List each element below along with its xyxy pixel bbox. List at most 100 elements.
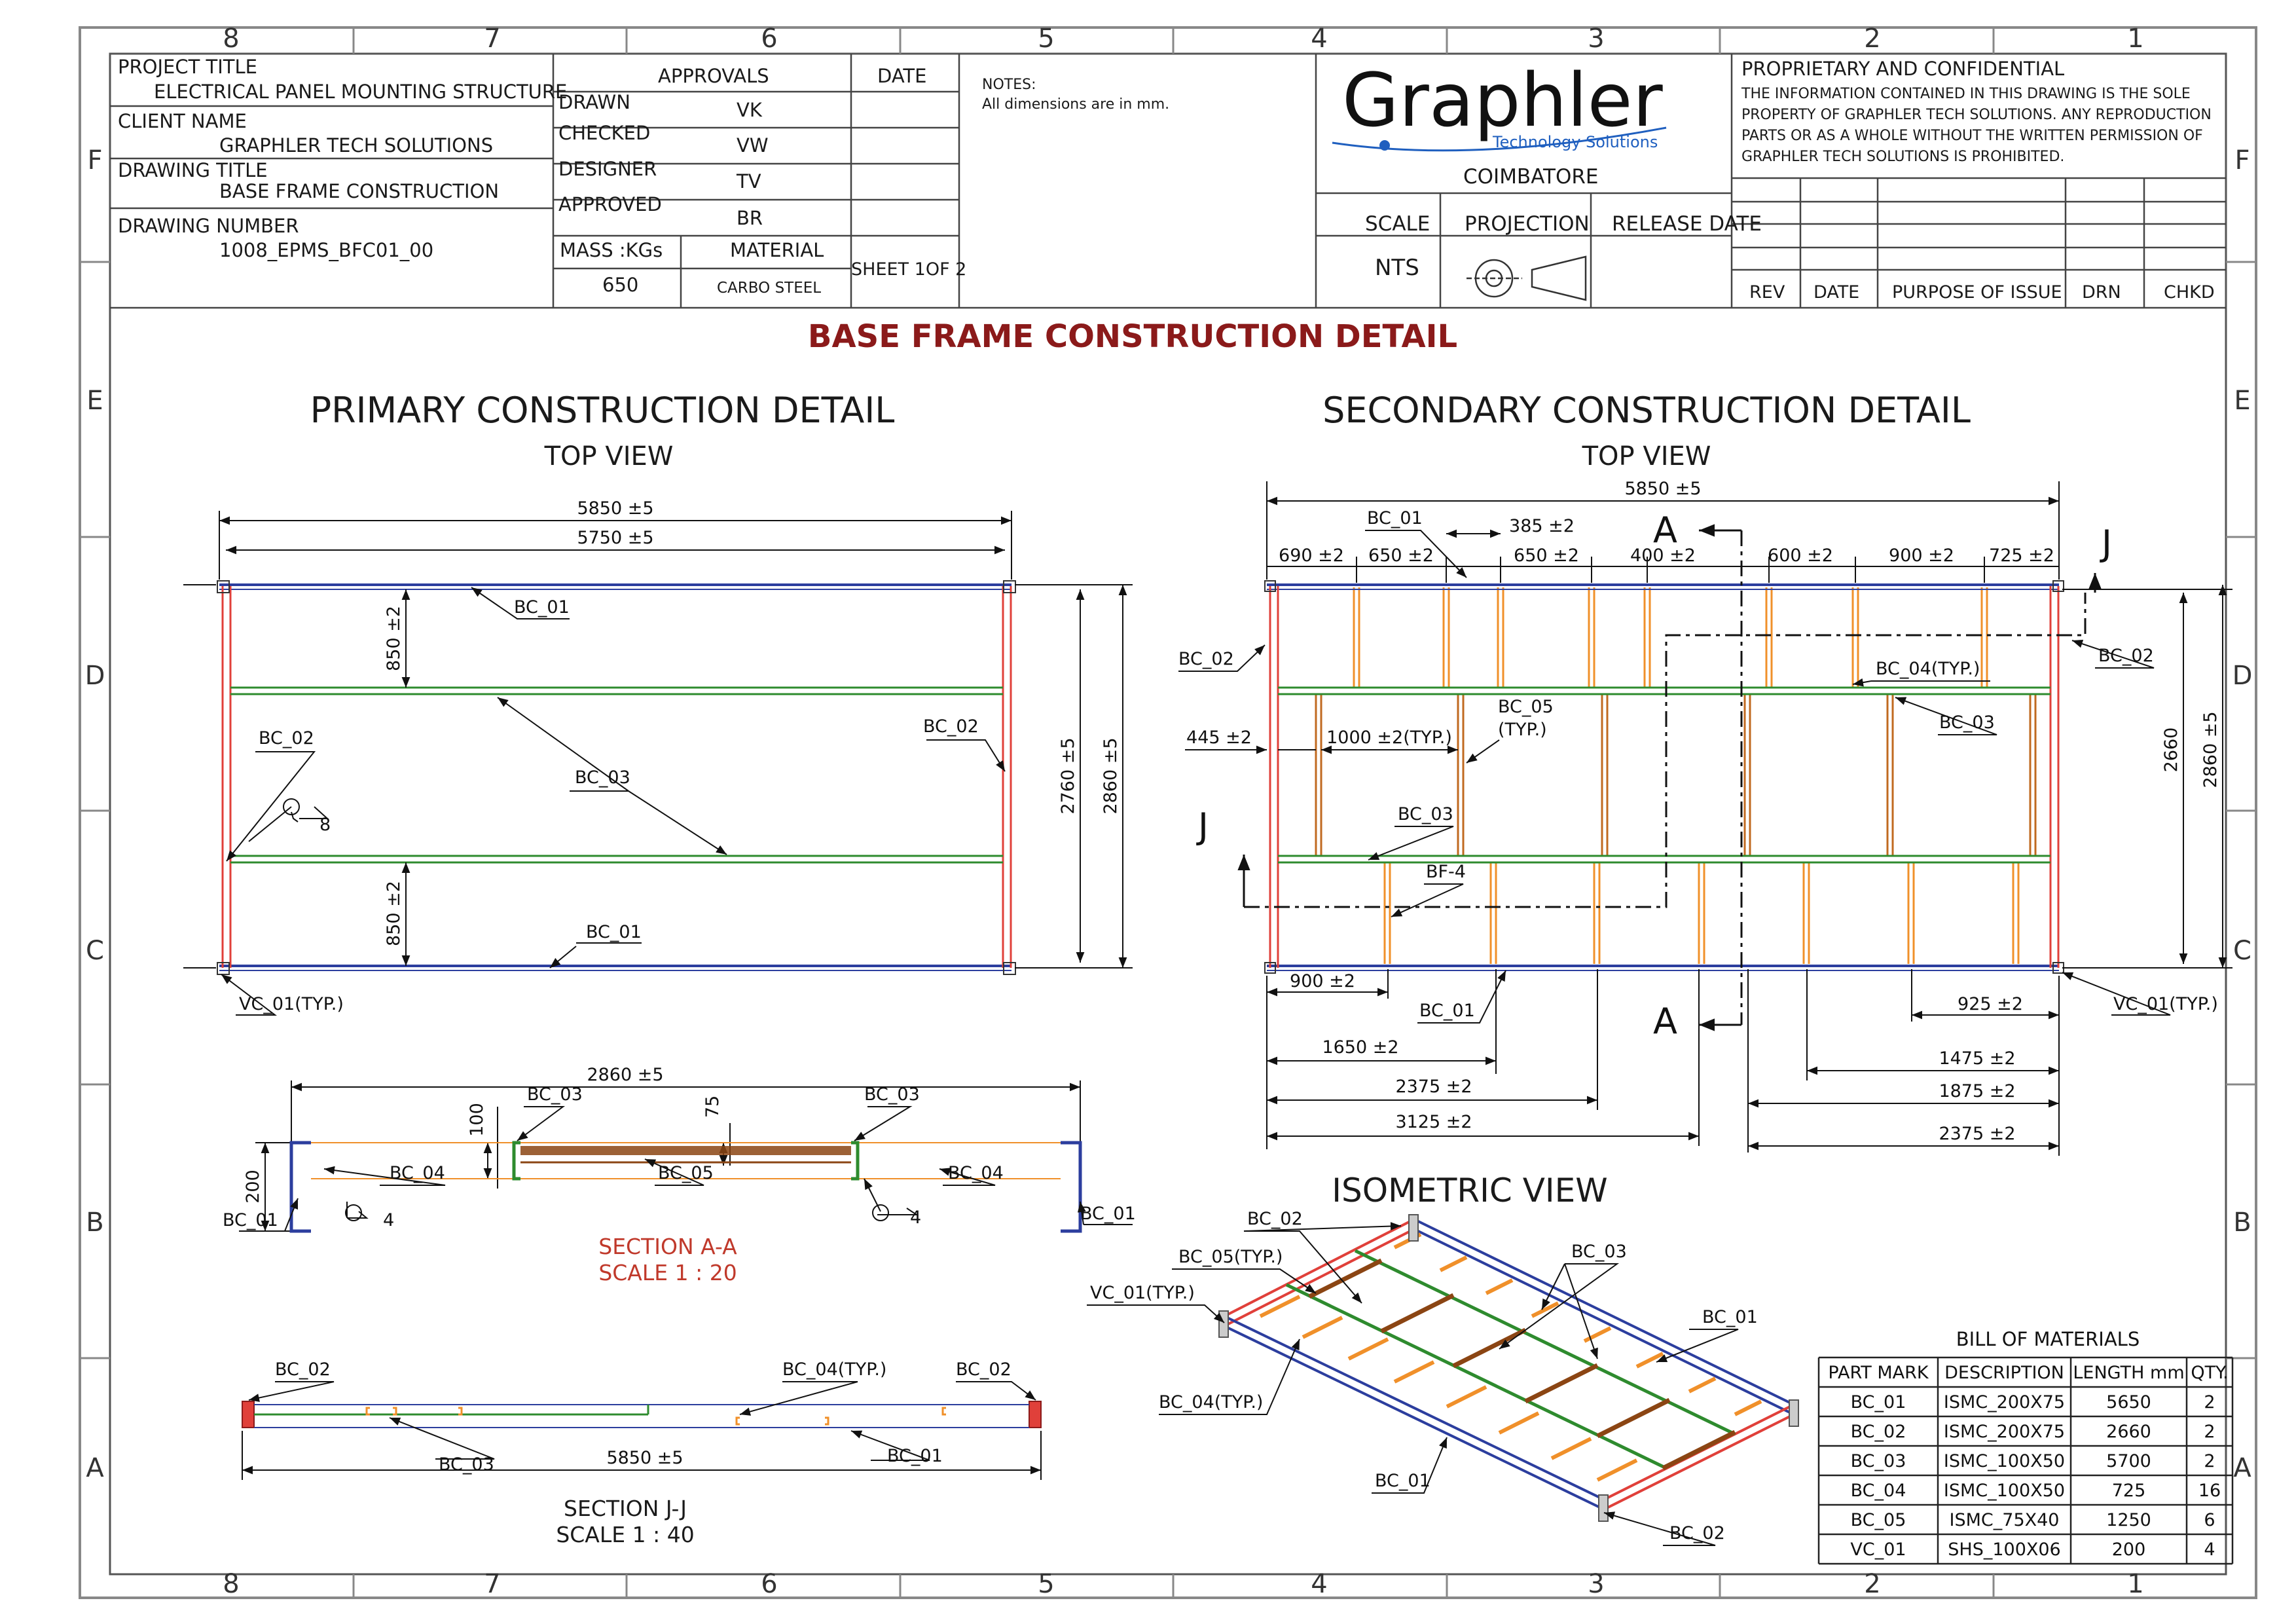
project-title: ELECTRICAL PANEL MOUNTING STRUCTURE [154, 81, 567, 103]
zone-row-E-right: E [2234, 386, 2250, 416]
approval-initials-3: BR [737, 207, 763, 229]
secondary-label-bc01-bottom: BC_01 [1419, 1001, 1475, 1021]
proprietary-line-2: PARTS OR AS A WHOLE WITHOUT THE WRITTEN … [1741, 128, 2203, 144]
rev-header-date: DATE [1813, 282, 1859, 303]
bom-cell: ISMC_75X40 [1950, 1510, 2060, 1530]
section-a-marker-top: A [1653, 509, 1677, 551]
secondary-dim-400: 400 ±2 [1630, 545, 1696, 566]
bom-cell: 2 [2204, 1451, 2215, 1471]
primary-subtitle: TOP VIEW [544, 441, 674, 471]
section-jj-label-bc02-left: BC_02 [275, 1359, 331, 1380]
section-aa-scale: SCALE 1 : 20 [598, 1260, 737, 1285]
approval-role-2: DESIGNER [558, 158, 657, 180]
notes-label: NOTES: [982, 77, 1036, 93]
mass-value: 650 [602, 274, 638, 296]
secondary-title: SECONDARY CONSTRUCTION DETAIL [1322, 390, 1971, 431]
bom-title: BILL OF MATERIALS [1956, 1328, 2140, 1350]
secondary-dim-b1650: 1650 ±2 [1322, 1037, 1398, 1058]
section-aa-weld-right: 4 [910, 1208, 921, 1228]
secondary-dim-r1875: 1875 ±2 [1939, 1081, 2015, 1101]
notes-text: All dimensions are in mm. [982, 96, 1169, 113]
secondary-label-bc01-top: BC_01 [1367, 508, 1423, 528]
section-aa-label-bc03-right: BC_03 [864, 1084, 920, 1105]
drawing-title-label: DRAWING TITLE [118, 159, 268, 181]
svg-text:Graphler: Graphler [1342, 58, 1664, 143]
primary-dim-spacing-bottom: 850 ±2 [384, 881, 404, 946]
secondary-dim-r1475: 1475 ±2 [1939, 1048, 2015, 1069]
secondary-dim-725: 725 ±2 [1989, 545, 2054, 566]
rev-header-purpose: PURPOSE OF ISSUE [1892, 282, 2062, 303]
primary-top-view: PRIMARY CONSTRUCTION DETAIL TOP VIEW 585… [183, 390, 1133, 1016]
secondary-dim-1000: 1000 ±2(TYP.) [1326, 728, 1452, 748]
drawing-number: 1008_EPMS_BFC01_00 [219, 239, 433, 261]
zone-col-7-top: 7 [484, 24, 500, 54]
bom-cell: 2 [2204, 1392, 2215, 1412]
primary-label-bc01-bottom: BC_01 [586, 922, 642, 942]
zone-col-3-top: 3 [1588, 24, 1604, 54]
rev-header-rev: REV [1749, 282, 1785, 303]
primary-label-bc03: BC_03 [575, 767, 630, 788]
secondary-label-bc04: BC_04(TYP.) [1876, 659, 1980, 679]
zone-row-F-right: F [2234, 145, 2250, 175]
main-title: BASE FRAME CONSTRUCTION DETAIL [808, 318, 1457, 355]
zone-col-8-top: 8 [223, 24, 239, 54]
bom-cell: 4 [2204, 1540, 2215, 1560]
section-aa-title: SECTION A-A [598, 1234, 737, 1259]
bom-cell: 2 [2204, 1422, 2215, 1442]
primary-dim-inner: 5750 ±5 [577, 528, 653, 548]
scale-label: SCALE [1365, 212, 1430, 236]
client-name: GRAPHLER TECH SOLUTIONS [219, 134, 493, 157]
bom-cell: BC_04 [1851, 1481, 1906, 1501]
bom-header-cell: QTY. [2191, 1363, 2228, 1383]
primary-dim-spacing-top: 850 ±2 [384, 606, 404, 671]
primary-dim-overall: 5850 ±5 [577, 498, 653, 519]
section-jj-scale: SCALE 1 : 40 [556, 1522, 694, 1547]
section-aa-dim-75: 75 [702, 1096, 723, 1118]
zone-row-B-right: B [2233, 1208, 2251, 1238]
release-date-label: RELEASE DATE [1612, 212, 1762, 236]
primary-label-bc02-left: BC_02 [259, 728, 314, 748]
section-aa-weld-left: 4 [383, 1210, 394, 1230]
bom-cell: ISMC_100X50 [1944, 1451, 2065, 1471]
zone-col-2-top: 2 [1864, 24, 1880, 54]
bom-cell: 2660 [2106, 1422, 2151, 1442]
secondary-dim-r925: 925 ±2 [1958, 994, 2023, 1014]
bom-header-cell: PART MARK [1828, 1363, 1929, 1383]
iso-label-bc01-bottom: BC_01 [1375, 1471, 1430, 1491]
bom-cell: BC_03 [1851, 1451, 1906, 1471]
secondary-label-bc05-typ: (TYP.) [1498, 720, 1547, 740]
zone-row-B-left: B [86, 1208, 103, 1238]
secondary-dim-b900: 900 ±2 [1290, 971, 1355, 991]
drawing-number-label: DRAWING NUMBER [118, 215, 299, 237]
rev-header-chkd: CHKD [2164, 282, 2215, 303]
iso-label-bc02-top: BC_02 [1247, 1209, 1303, 1229]
secondary-label-bc02-right: BC_02 [2098, 646, 2154, 666]
secondary-label-bc05: BC_05 [1498, 697, 1554, 717]
iso-label-vc01: VC_01(TYP.) [1090, 1283, 1195, 1303]
secondary-dim-overall: 5850 ±5 [1624, 479, 1701, 499]
isometric-view: ISOMETRIC VIEW [1087, 1172, 1799, 1546]
bom-cell: 6 [2204, 1510, 2215, 1530]
proprietary-line-1: PROPERTY OF GRAPHLER TECH SOLUTIONS. ANY… [1741, 107, 2212, 123]
iso-label-bc03: BC_03 [1571, 1242, 1627, 1262]
secondary-dim-650a: 650 ±2 [1368, 545, 1434, 566]
bom-cell: ISMC_100X50 [1944, 1481, 2065, 1501]
zone-row-E-left: E [86, 386, 103, 416]
section-aa-label-bc01-right: BC_01 [1080, 1204, 1136, 1224]
section-aa-label-bc04-left: BC_04 [390, 1163, 445, 1183]
zone-row-A-left: A [86, 1453, 104, 1483]
section-aa-dim-200: 200 [243, 1170, 263, 1204]
bom-cell: BC_02 [1851, 1422, 1906, 1442]
iso-label-bc01-right: BC_01 [1702, 1307, 1758, 1327]
primary-title: PRIMARY CONSTRUCTION DETAIL [310, 390, 895, 431]
secondary-dim-900: 900 ±2 [1889, 545, 1954, 566]
bom-cell: BC_01 [1851, 1392, 1906, 1412]
bom-cell: 5700 [2106, 1451, 2151, 1471]
bom-cell: 1250 [2106, 1510, 2151, 1530]
bom-header-cell: LENGTH mm [2073, 1363, 2184, 1383]
section-aa-label-bc04-right: BC_04 [948, 1163, 1004, 1183]
section-jj-title: SECTION J-J [564, 1496, 687, 1521]
material-label: MATERIAL [730, 239, 824, 261]
section-jj-label-bc03: BC_03 [439, 1454, 494, 1475]
projection-symbol-icon [1467, 255, 1587, 301]
